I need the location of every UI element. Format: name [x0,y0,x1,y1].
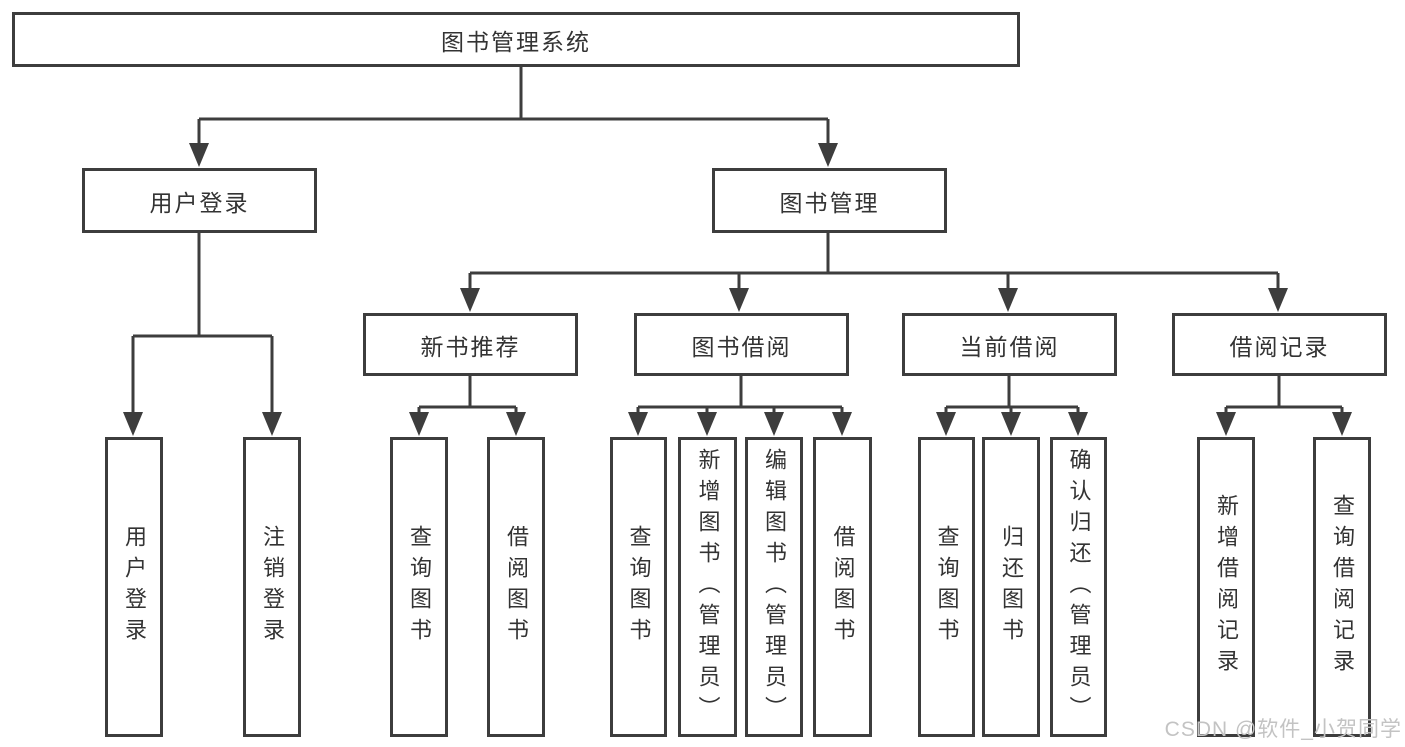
node-user-login: 用户登录 [82,168,317,233]
leaf-label: 用户登录 [122,525,147,649]
node-book-management-system: 图书管理系统 [12,12,1020,67]
node-label: 图书管理系统 [441,28,591,55]
leaf-label: 新增借阅记录 [1214,494,1239,680]
leaf-label: 查询图书 [934,525,960,649]
node-label: 新书推荐 [420,333,521,360]
leaf-br-query-record: 查询借阅记录 [1313,437,1371,737]
leaf-label: 注销登录 [260,525,285,649]
leaf-bb-borrow-books: 借阅图书 [813,437,872,737]
node-book-borrowing: 图书借阅 [634,313,849,376]
leaf-label: 借阅图书 [504,525,529,649]
csdn-watermark: CSDN @软件_小贺同学 [1164,718,1402,741]
node-label: 用户登录 [149,189,250,216]
node-new-book-recommend: 新书推荐 [363,313,578,376]
node-borrowing-records: 借阅记录 [1172,313,1387,376]
leaf-bb-add-books-admin: 新增图书（管理员） [678,437,737,737]
leaf-logout: 注销登录 [243,437,301,737]
leaf-nb-query-books: 查询图书 [390,437,448,737]
leaf-bb-query-books: 查询图书 [610,437,667,737]
leaf-bb-edit-books-admin: 编辑图书（管理员） [745,437,803,737]
arrowheads [123,143,1352,436]
leaf-label: 新增图书（管理员） [695,447,721,727]
leaf-label: 查询图书 [626,525,652,649]
leaf-label: 编辑图书（管理员） [762,447,787,727]
leaf-label: 归还图书 [999,525,1024,649]
leaf-label: 查询借阅记录 [1330,494,1355,680]
leaf-label: 查询图书 [407,525,432,649]
leaf-nb-borrow-books: 借阅图书 [487,437,545,737]
leaf-cb-query-books: 查询图书 [918,437,975,737]
leaf-cb-return-books: 归还图书 [982,437,1040,737]
leaf-user-login: 用户登录 [105,437,163,737]
leaf-br-add-record: 新增借阅记录 [1197,437,1255,737]
node-label: 当前借阅 [959,333,1060,360]
leaf-label: 确认归还（管理员） [1066,447,1092,727]
node-current-borrowing: 当前借阅 [902,313,1117,376]
leaf-cb-confirm-return-admin: 确认归还（管理员） [1050,437,1107,737]
node-label: 图书管理 [779,189,880,216]
leaf-label: 借阅图书 [830,525,856,649]
node-book-management: 图书管理 [712,168,947,233]
node-label: 图书借阅 [691,333,792,360]
node-label: 借阅记录 [1229,333,1330,360]
